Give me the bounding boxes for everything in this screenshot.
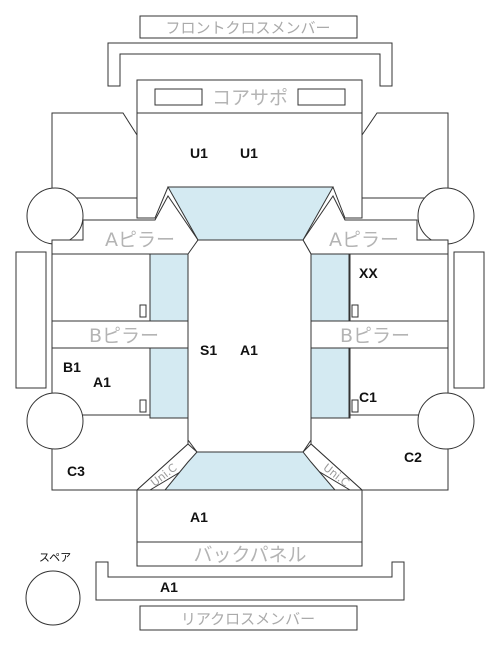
core-support-label: コアサポ: [212, 87, 288, 109]
right-front-door: [349, 253, 449, 322]
code-right-front-panel: XX: [359, 265, 378, 281]
trunk-lid: [136, 489, 363, 543]
rear-cross-member-label: リアクロスメンバー: [181, 610, 315, 628]
a-pillar-left-label: Aピラー: [105, 229, 175, 251]
front-bumper-frame: [107, 42, 393, 87]
b-pillar-left-label: Bピラー: [89, 325, 159, 347]
rear-cross-member-box: [139, 605, 358, 631]
code-front-left: U1: [190, 145, 208, 161]
core-support: コアサポ: [136, 79, 363, 114]
code-right-rear: C1: [359, 389, 377, 405]
left-front-door: [51, 253, 151, 322]
back-panel-label: バックパネル: [193, 544, 306, 566]
b-pillar-right: Bピラー: [310, 320, 449, 349]
left-rear-door-handle: [139, 399, 147, 413]
right-rear-corner-panel: [302, 443, 364, 491]
right-rear-wheel: [417, 392, 475, 450]
code-front-right: U1: [240, 145, 258, 161]
b-pillar-right-label: Bピラー: [340, 325, 410, 347]
a-pillar-right: Aピラー: [302, 195, 449, 255]
left-rear-wheel: [26, 392, 84, 450]
front-cross-member: フロントクロスメンバー: [107, 15, 393, 87]
code-rear-member: A1: [160, 579, 178, 595]
b-pillar-left: Bピラー: [51, 320, 189, 349]
right-front-wheel: [417, 187, 475, 245]
core-support-slot-right: [297, 88, 346, 106]
back-panel-box: [136, 541, 363, 567]
right-side-step: [453, 251, 485, 389]
code-left-rear-bottom: A1: [93, 374, 111, 390]
left-front-wheel: [26, 187, 84, 245]
a-pillar-right-label: Aピラー: [329, 229, 399, 251]
rear-bumper-frame: [95, 561, 405, 601]
code-center: S1: [200, 342, 217, 358]
left-front-door-handle: [139, 304, 147, 318]
right-front-door-handle: [351, 304, 359, 318]
core-support-slot-left: [154, 88, 203, 106]
right-rear-door-handle: [351, 399, 359, 413]
front-cross-member-box: [139, 15, 358, 39]
code-rear-center: A1: [190, 509, 208, 525]
code-right-corner: C2: [404, 449, 422, 465]
rear-cross-member: リアクロスメンバー: [139, 605, 358, 631]
left-rear-corner-panel: [135, 443, 198, 491]
left-side-step: [15, 251, 47, 389]
back-panel: バックパネル: [136, 541, 363, 567]
spare-tire: スペア: [25, 551, 81, 626]
front-cross-member-label: フロントクロスメンバー: [165, 19, 330, 37]
spare-tire-circle: [25, 570, 81, 626]
code-center-right: A1: [240, 342, 258, 358]
code-left-corner: C3: [67, 463, 85, 479]
code-left-rear-top: B1: [63, 359, 81, 375]
spare-tire-label: スペア: [39, 551, 71, 564]
